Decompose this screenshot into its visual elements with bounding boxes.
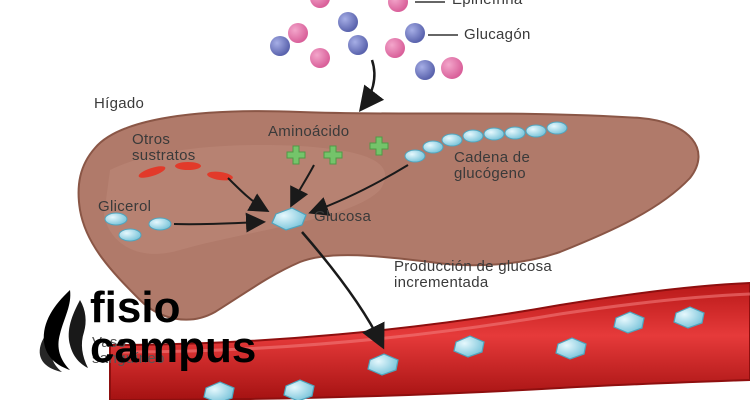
other-substrates xyxy=(138,162,233,181)
glicerol-label: Glicerol xyxy=(98,198,152,215)
vaso-label-partial: Vaso sanguíneo xyxy=(92,334,165,367)
epinefrina-label: Epinefrina xyxy=(452,0,523,8)
glucagon-label: Glucagón xyxy=(464,26,531,43)
amino-acids xyxy=(286,136,389,165)
glucosa-label: Glucosa xyxy=(314,208,372,225)
logo-word-campus: campus xyxy=(90,323,257,372)
cadena-glucogeno-label: Cadena de glucógeno xyxy=(454,149,531,182)
aminoacido-label: Aminoácido xyxy=(268,123,350,140)
glycerol-molecules xyxy=(104,212,172,242)
blood-glucose-molecules xyxy=(203,306,705,400)
arrow-glucose-to-blood xyxy=(301,231,385,350)
glycogen-chain xyxy=(404,121,568,163)
arrows-to-glucose xyxy=(173,164,409,233)
liver-shading xyxy=(104,145,386,254)
produccion-label: Producción de glucosa incrementada xyxy=(394,258,553,291)
logo-word-fisio: fisio xyxy=(90,283,181,332)
liver-shape xyxy=(77,110,700,321)
glucose-molecule xyxy=(271,207,307,231)
higado-label: Hígado xyxy=(94,95,145,112)
hormone-molecules xyxy=(270,0,463,80)
blood-vessel-highlight xyxy=(119,292,750,354)
fisio-campus-logo-icon xyxy=(39,290,88,372)
otros-sustratos-label: Otros sustratos xyxy=(132,131,196,164)
arrow-hormones-to-liver xyxy=(358,59,385,112)
